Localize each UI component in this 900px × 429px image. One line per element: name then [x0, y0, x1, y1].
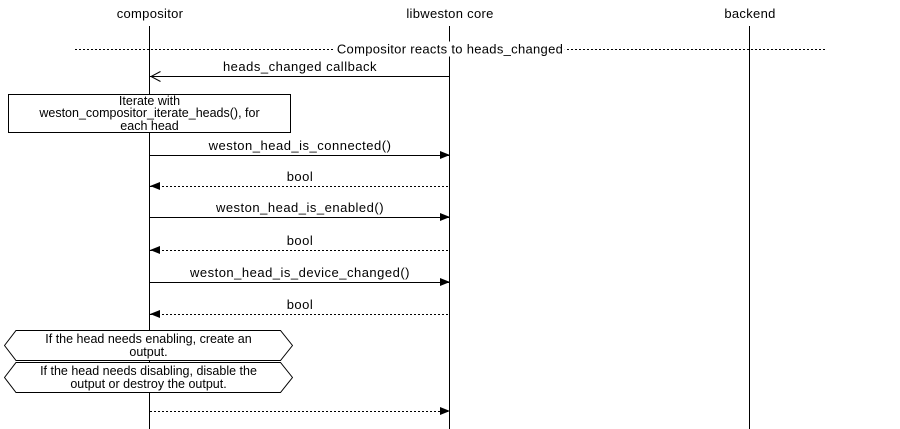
note-line: output or destroy the output.	[70, 376, 227, 391]
message-label: weston_head_is_device_changed()	[189, 265, 411, 280]
note-line: If the head needs enabling, create an	[45, 331, 252, 346]
message-label: bool	[286, 169, 314, 184]
message-weston-head-is-connected: weston_head_is_connected()	[150, 138, 450, 159]
filled-arrowhead-left-icon	[150, 310, 160, 318]
message-line	[150, 282, 450, 283]
note-line: output.	[129, 344, 168, 359]
participant-label-backend: backend	[724, 6, 776, 21]
message-unlabeled-return	[150, 395, 450, 415]
note-iterate-heads: Iterate with weston_compositor_iterate_h…	[8, 94, 291, 133]
message-weston-head-is-enabled: weston_head_is_enabled()	[150, 200, 450, 221]
filled-arrowhead-right-icon	[440, 407, 450, 415]
note-if-head-needs-enabling: If the head needs enabling, create an ou…	[4, 330, 293, 361]
message-label: bool	[286, 233, 314, 248]
participant-label-compositor: compositor	[116, 6, 184, 21]
message-line	[150, 186, 450, 187]
message-label: weston_head_is_connected()	[208, 138, 392, 153]
open-arrowhead-left-icon	[150, 71, 161, 82]
hexagon-outline	[4, 362, 293, 393]
note-if-head-needs-disabling: If the head needs disabling, disable the…	[4, 362, 293, 393]
message-line	[150, 250, 450, 251]
note-line: Iterate with	[118, 93, 181, 108]
message-line	[150, 155, 450, 156]
message-line	[150, 217, 450, 218]
filled-arrowhead-right-icon	[440, 213, 450, 221]
hexagon-outline	[4, 330, 293, 361]
filled-arrowhead-right-icon	[440, 278, 450, 286]
message-heads-changed-callback: heads_changed callback	[150, 59, 450, 82]
note-line: weston_compositor_iterate_heads(), for	[39, 106, 260, 121]
message-bool-return-1: bool	[150, 169, 450, 190]
message-line	[150, 411, 450, 412]
filled-arrowhead-left-icon	[150, 246, 160, 254]
lifeline-backend	[749, 26, 750, 429]
message-label: bool	[286, 297, 314, 312]
filled-arrowhead-left-icon	[150, 182, 160, 190]
message-line	[150, 76, 450, 77]
message-line	[150, 314, 450, 315]
lifeline-compositor	[149, 26, 150, 429]
filled-arrowhead-right-icon	[440, 151, 450, 159]
participant-label-libweston-core: libweston core	[406, 6, 494, 21]
message-bool-return-3: bool	[150, 297, 450, 318]
message-bool-return-2: bool	[150, 233, 450, 254]
note-line: If the head needs disabling, disable the	[40, 363, 257, 378]
message-label: weston_head_is_enabled()	[215, 200, 385, 215]
message-label: heads_changed callback	[222, 59, 378, 74]
note-line: each head	[120, 118, 179, 133]
divider-label: Compositor reacts to heads_changed	[334, 41, 566, 57]
message-weston-head-is-device-changed: weston_head_is_device_changed()	[150, 265, 450, 286]
lifeline-libweston-core	[449, 26, 450, 429]
